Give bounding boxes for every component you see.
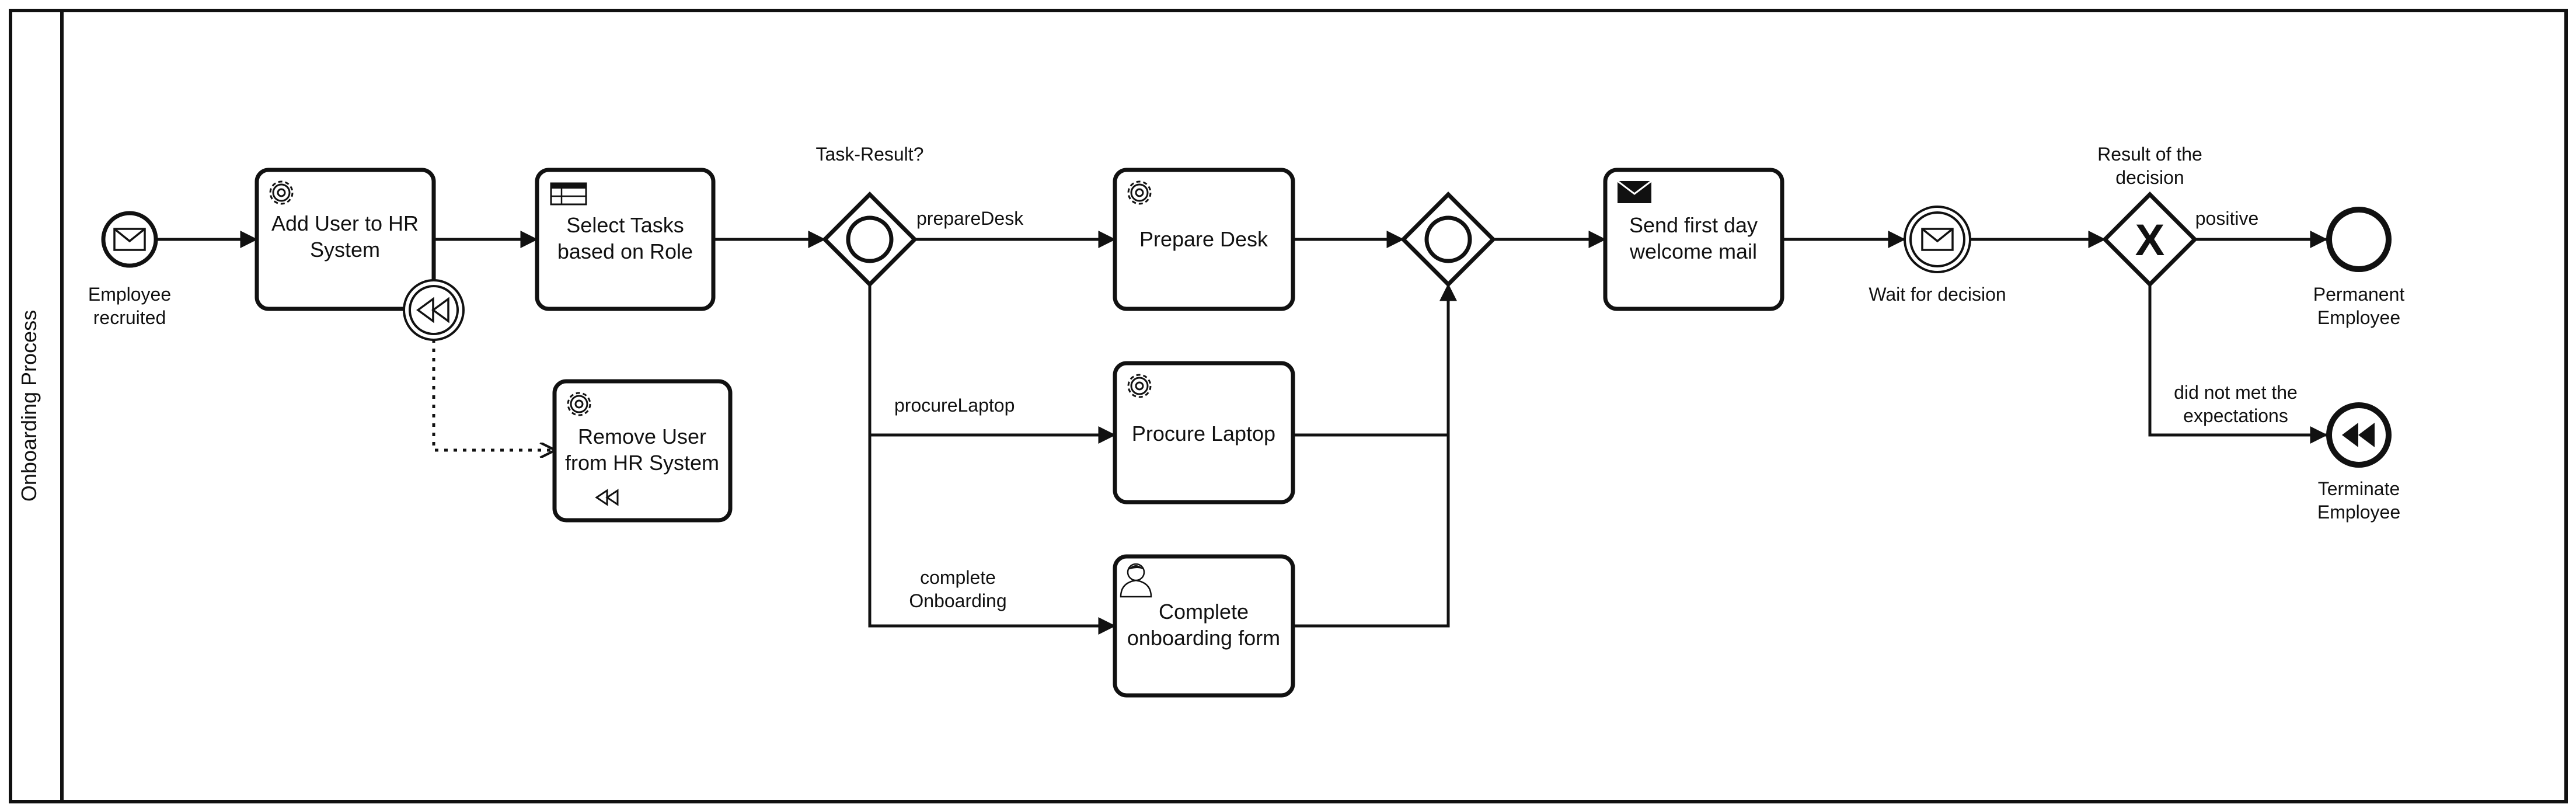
- flow-labels: prepareDesk procureLaptop complete Onboa…: [894, 208, 2298, 611]
- start-event-label-2: recruited: [93, 307, 166, 328]
- gateway-exclusive-label-1: Result of the: [2097, 144, 2202, 165]
- start-event-employee-recruited[interactable]: Employee recruited: [88, 211, 171, 328]
- task-remove-user[interactable]: Remove User from HR System: [552, 379, 733, 523]
- envelope-filled-icon: [1617, 180, 1652, 203]
- task-send-mail-label-2: welcome mail: [1629, 239, 1757, 263]
- task-procure-laptop-label: Procure Laptop: [1132, 422, 1275, 445]
- task-send-mail[interactable]: Send first day welcome mail: [1603, 168, 1784, 311]
- task-add-user[interactable]: Add User to HR System: [255, 168, 436, 311]
- task-select-tasks-label-2: based on Role: [557, 239, 693, 263]
- envelope-icon: [1921, 228, 1954, 251]
- flow-label-not-met-2: expectations: [2183, 405, 2288, 426]
- flow-label-procure-laptop: procureLaptop: [894, 395, 1015, 416]
- gear-icon: [1127, 374, 1152, 398]
- gear-icon: [269, 180, 294, 205]
- end-event-terminate[interactable]: Terminate Employee: [2317, 402, 2400, 523]
- end-event-terminate-label-2: Employee: [2317, 502, 2400, 523]
- flow-label-complete-2: Onboarding: [909, 590, 1006, 611]
- task-prepare-desk[interactable]: Prepare Desk: [1113, 168, 1295, 311]
- task-procure-laptop[interactable]: Procure Laptop: [1113, 361, 1295, 504]
- task-remove-user-label-2: from HR System: [565, 451, 719, 475]
- boundary-event-compensation[interactable]: [403, 279, 465, 341]
- task-complete-form[interactable]: Complete onboarding form: [1113, 554, 1295, 698]
- intermediate-event-wait[interactable]: Wait for decision: [1869, 206, 2006, 305]
- task-add-user-label-2: System: [310, 238, 380, 262]
- task-select-tasks-label-1: Select Tasks: [566, 213, 684, 237]
- end-event-permanent[interactable]: Permanent Employee: [2313, 207, 2405, 328]
- gateway-split-label: Task-Result?: [816, 144, 924, 165]
- flow-not-met[interactable]: [2148, 284, 2328, 444]
- gear-icon: [567, 392, 591, 416]
- intermediate-event-label: Wait for decision: [1869, 284, 2006, 305]
- task-remove-user-label-1: Remove User: [578, 424, 706, 448]
- user-icon: [1120, 563, 1152, 598]
- task-complete-form-label-2: onboarding form: [1127, 626, 1280, 650]
- envelope-icon: [113, 228, 146, 251]
- flow-label-prepare-desk: prepareDesk: [916, 208, 1024, 229]
- gateway-inclusive-join[interactable]: [1400, 192, 1496, 287]
- flow-label-positive: positive: [2195, 208, 2259, 229]
- gateway-exclusive-label-2: decision: [2115, 167, 2184, 188]
- end-event-terminate-label-1: Terminate: [2318, 478, 2400, 499]
- gear-icon: [1127, 180, 1152, 205]
- sequence-flows: [156, 231, 2328, 635]
- flow-label-complete-1: complete: [920, 567, 996, 588]
- flow-label-not-met-1: did not met the: [2174, 382, 2298, 403]
- start-event-label-1: Employee: [88, 284, 171, 305]
- task-complete-form-label-1: Complete: [1159, 600, 1249, 624]
- compensation-icon: [416, 297, 449, 323]
- compensation-marker-icon: [595, 489, 619, 506]
- flow-form-to-join[interactable]: [1293, 435, 1450, 628]
- task-select-tasks[interactable]: Select Tasks based on Role: [535, 168, 716, 311]
- end-event-permanent-label-1: Permanent: [2313, 284, 2405, 305]
- gateway-inclusive-split[interactable]: Task-Result?: [816, 144, 924, 287]
- task-add-user-label-1: Add User to HR: [271, 211, 419, 235]
- compensation-icon: [2342, 423, 2375, 447]
- flow-complete-onboarding[interactable]: [868, 435, 1116, 635]
- task-prepare-desk-label: Prepare Desk: [1139, 227, 1268, 251]
- gateway-exclusive-marker: X: [2135, 215, 2165, 265]
- gateway-exclusive[interactable]: X Result of the decision: [2097, 144, 2202, 287]
- pool-name: Onboarding Process: [17, 310, 41, 502]
- end-event-permanent-label-2: Employee: [2317, 307, 2400, 328]
- table-icon: [550, 182, 587, 206]
- task-send-mail-label-1: Send first day: [1629, 213, 1758, 237]
